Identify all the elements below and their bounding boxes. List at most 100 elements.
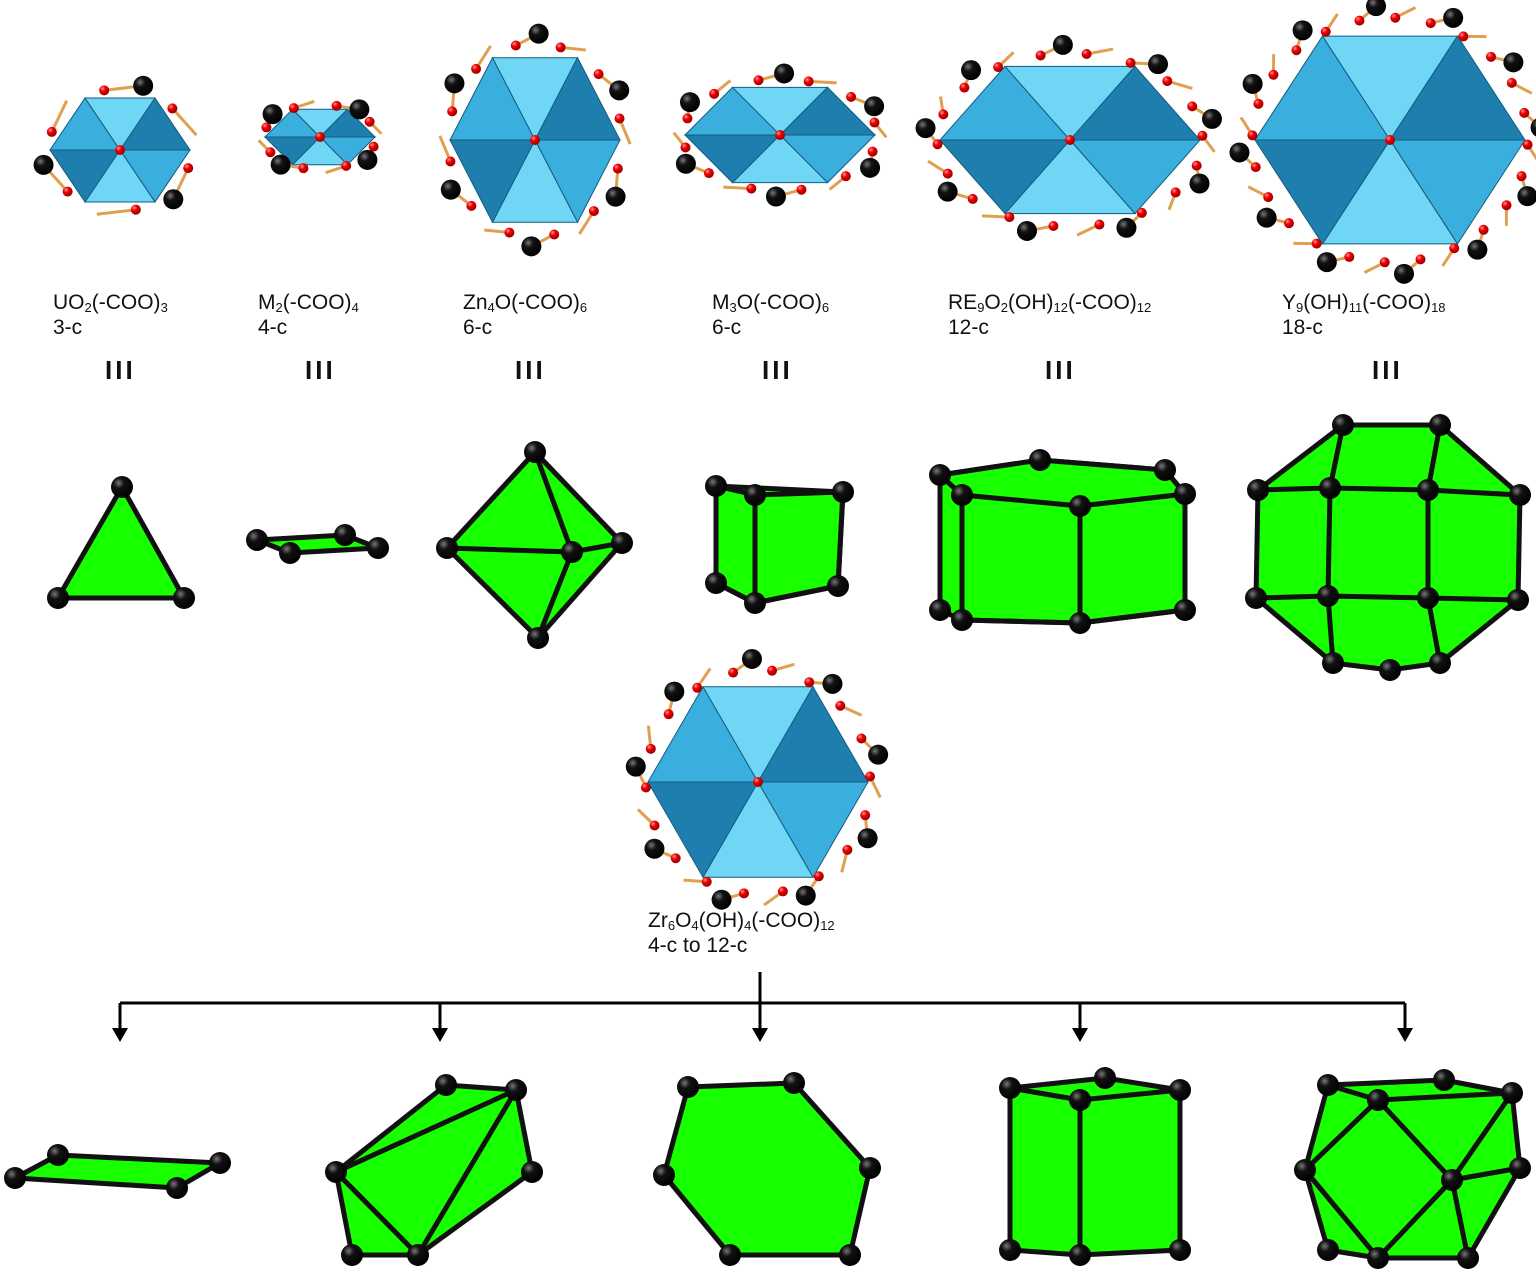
oxygen-atom [738, 888, 749, 899]
oxygen-atom [1506, 77, 1517, 88]
vertex-node [1294, 1159, 1316, 1181]
carbon-atom [664, 681, 685, 702]
formula: Zr6O4(OH)4(-COO)12 [648, 909, 835, 933]
oxygen-atom [1048, 221, 1059, 232]
oxygen-atom [1283, 218, 1294, 229]
central-oxygen [315, 132, 325, 142]
edge [1255, 485, 1333, 493]
cluster-facet [1068, 65, 1202, 141]
oxygen-atom [1354, 15, 1365, 26]
bond [50, 100, 69, 133]
oxygen-atom [614, 113, 625, 124]
edge [752, 489, 846, 498]
vertex-node [1029, 449, 1051, 471]
oxygen-atom [703, 168, 714, 179]
oxygen-atom [1516, 171, 1527, 182]
oxygen-atom [663, 709, 674, 720]
edge [1425, 595, 1443, 666]
vertex-node [1169, 1239, 1191, 1261]
polyhedron-trigonal-prism [705, 475, 854, 614]
formula: Y9(OH)11(-COO)18 [1282, 291, 1446, 315]
oxygen-atom [846, 91, 857, 102]
oxygen-atom [1081, 48, 1092, 59]
edge [1302, 1167, 1381, 1261]
bond [96, 208, 137, 216]
carbon-atom [1316, 252, 1337, 273]
oxygen-atom [504, 227, 515, 238]
oxygen-atom [813, 871, 824, 882]
vertex-node [1317, 585, 1339, 607]
oxygen-atom [1197, 130, 1208, 141]
formula: Zn4O(-COO)6 [463, 291, 588, 315]
oxygen-atom [1379, 257, 1390, 268]
oxygen-atom [860, 810, 871, 821]
carbon-atom [1256, 207, 1277, 228]
oxygen-atom [640, 782, 651, 793]
oxygen-atom [588, 206, 599, 217]
equivalence-symbol: III [1372, 355, 1403, 385]
edge [1302, 1097, 1381, 1173]
carbon-atom [1393, 263, 1414, 284]
edge [1425, 422, 1443, 493]
vertex-node [111, 476, 133, 498]
oxygen-atom [932, 139, 943, 150]
oxygen-atom [1320, 26, 1331, 37]
cluster-icon-y9 [1229, 0, 1536, 284]
carbon-atom [605, 186, 626, 207]
oxygen-atom [447, 106, 458, 117]
oxygen-atom [840, 171, 851, 182]
edge [752, 583, 841, 606]
formula: UO2(-COO)3 [53, 291, 168, 315]
derived-square-4c [4, 1144, 231, 1199]
oxygen-atom [368, 141, 379, 152]
carbon-atom [133, 75, 154, 96]
vertex-node [1379, 659, 1401, 681]
carbon-atom [1242, 73, 1263, 94]
vertex-node [1441, 1169, 1463, 1191]
face [713, 483, 846, 606]
oxygen-atom [466, 200, 477, 211]
vertex-node [527, 627, 549, 649]
vertex-node [334, 524, 356, 546]
carbon-atom [868, 744, 889, 765]
vertex-node [1094, 1067, 1116, 1089]
oxygen-atom [265, 147, 276, 158]
central-oxygen [1385, 135, 1395, 145]
vertex-node [1169, 1079, 1191, 1101]
vertex-node [1509, 484, 1531, 506]
edge [415, 1087, 519, 1258]
polyhedron-triangle [47, 476, 195, 609]
vertex-node [435, 1074, 457, 1096]
carbon-atom [679, 92, 700, 113]
oxygen-atom [867, 146, 878, 157]
vertex-node [1174, 599, 1196, 621]
oxygen-atom [967, 193, 978, 204]
oxygen-atom [46, 126, 57, 137]
oxygen-atom [1187, 101, 1198, 112]
carbon-atom [521, 236, 542, 257]
vertex-node [1507, 589, 1529, 611]
oxygen-atom [1191, 160, 1202, 171]
vertex-node [1317, 1239, 1339, 1261]
vertex-node [1245, 587, 1267, 609]
oxygen-atom [288, 103, 299, 114]
carbon-atom [163, 189, 184, 210]
derived-cuboctahedron-12c [1294, 1069, 1531, 1269]
vertex-node [246, 529, 268, 551]
oxygen-atom [938, 109, 949, 120]
sbu-label-0: UO2(-COO)3 3-c [53, 290, 168, 340]
equivalence-symbol: III [762, 355, 793, 385]
oxygen-atom [1268, 69, 1279, 80]
carbon-atom [795, 885, 816, 906]
oxygen-atom [796, 184, 807, 195]
arrow-head [112, 1028, 128, 1042]
vertex-node [1174, 483, 1196, 505]
cluster-icon-m2 [257, 99, 383, 175]
oxygen-atom [1035, 50, 1046, 61]
vertex-node [929, 599, 951, 621]
connectivity: 18-c [1282, 316, 1323, 339]
oxygen-atom [1344, 251, 1355, 262]
branch-arrows [112, 972, 1413, 1042]
vertex-node [744, 592, 766, 614]
central-oxygen [1065, 135, 1075, 145]
